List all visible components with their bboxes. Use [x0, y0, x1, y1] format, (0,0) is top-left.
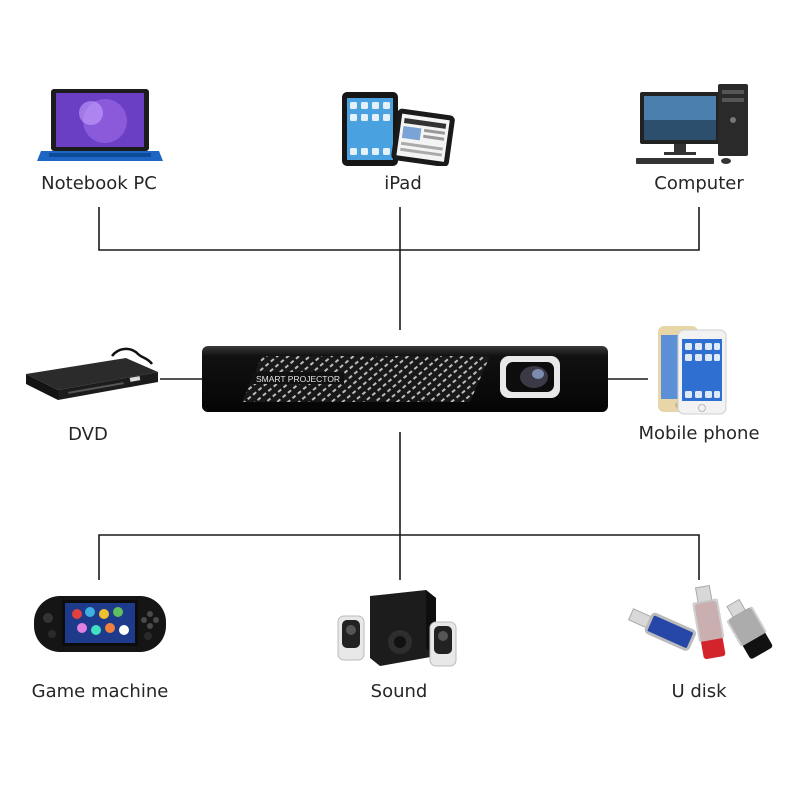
handheld-console-icon — [34, 596, 166, 652]
sound-device — [334, 586, 464, 672]
tablet-icon — [342, 92, 455, 166]
projector-device: SMART PROJECTOR — [200, 344, 610, 416]
smartphone-icon — [658, 326, 727, 415]
dvd-label: DVD — [68, 424, 108, 445]
udisk-label: U disk — [671, 681, 727, 702]
udisk-device — [616, 584, 786, 674]
projector-brand-text: SMART PROJECTOR — [256, 374, 340, 384]
notebook-label: Notebook PC — [41, 173, 157, 194]
mobile-device — [652, 322, 732, 416]
game-label: Game machine — [31, 681, 169, 702]
ipad-label: iPad — [384, 173, 422, 194]
game-device — [32, 590, 168, 656]
desktop-computer-icon — [636, 84, 748, 164]
mobile-label: Mobile phone — [638, 423, 760, 444]
bottom-bus-line — [98, 534, 700, 580]
notebook-device — [35, 85, 165, 167]
usb-drive-icon — [627, 584, 773, 660]
speaker-system-icon — [337, 590, 457, 667]
dvd-device — [22, 344, 162, 406]
sound-label: Sound — [370, 681, 428, 702]
top-bus-line — [98, 207, 700, 251]
laptop-icon — [37, 89, 163, 161]
computer-label: Computer — [654, 173, 744, 194]
dvd-player-icon — [26, 347, 158, 400]
ipad-device — [338, 90, 462, 166]
computer-device — [630, 80, 760, 168]
projector-icon: SMART PROJECTOR — [202, 346, 608, 412]
